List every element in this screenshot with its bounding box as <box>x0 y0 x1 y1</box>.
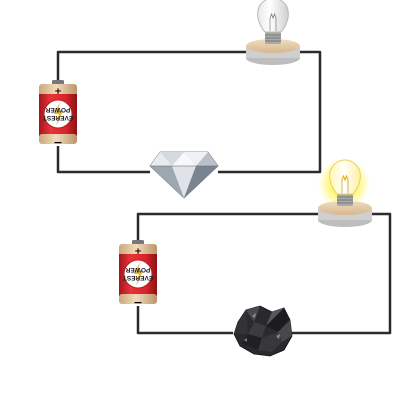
bulb-glass <box>329 159 361 195</box>
bulb-glass <box>257 0 289 33</box>
battery-terminal <box>52 80 64 85</box>
battery-negative-sign: − <box>53 136 62 149</box>
battery-brand-line1: EVEREST <box>123 274 153 281</box>
diamond-sample <box>149 151 219 199</box>
wire-loop-bottom <box>136 212 392 335</box>
battery-positive-sign: + <box>134 247 142 257</box>
circuit-graphite: EVEREST POWER + − <box>119 158 392 357</box>
light-bulb-on <box>318 159 372 227</box>
lamp-base <box>246 39 300 53</box>
circuit-diamond: EVEREST POWER + − <box>39 0 322 199</box>
battery-terminal <box>132 240 144 245</box>
battery-positive-sign: + <box>54 87 62 97</box>
battery-brand-line2: POWER <box>125 266 150 273</box>
battery-top: EVEREST POWER + − <box>39 80 77 149</box>
light-bulb-off <box>246 0 300 65</box>
battery-negative-sign: − <box>133 296 142 309</box>
lamp-base <box>318 201 372 215</box>
lightning-icon <box>54 102 63 126</box>
lightning-icon <box>134 262 143 286</box>
graphite-sample <box>233 305 293 357</box>
battery-brand-line2: POWER <box>45 106 70 113</box>
battery-bottom: EVEREST POWER + − <box>119 240 157 309</box>
wire-loop-top <box>56 50 322 174</box>
battery-brand-line1: EVEREST <box>43 114 73 121</box>
